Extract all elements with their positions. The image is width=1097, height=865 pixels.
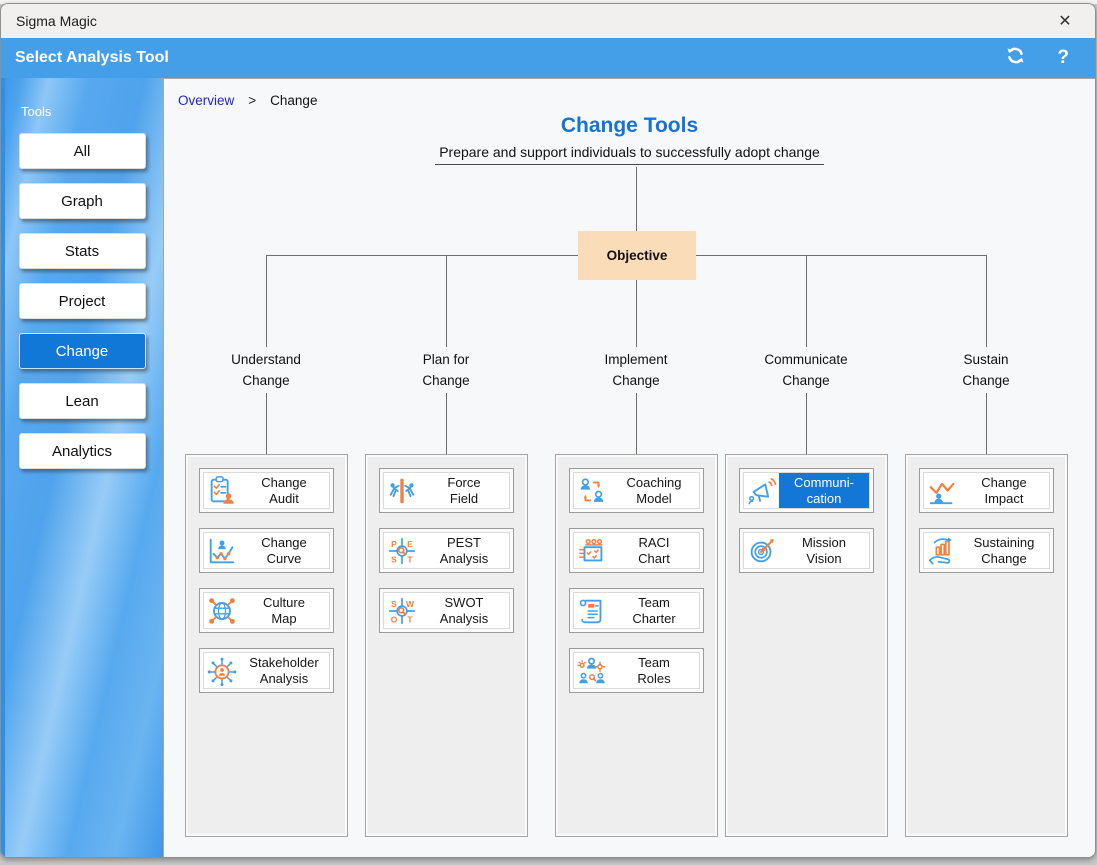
communication-icon bbox=[745, 474, 779, 508]
svg-text:E: E bbox=[407, 539, 413, 549]
window-title: Sigma Magic bbox=[16, 13, 97, 29]
refresh-icon[interactable] bbox=[1004, 44, 1027, 72]
svg-text:O: O bbox=[391, 614, 398, 624]
change-impact-icon bbox=[925, 474, 959, 508]
page-title: Change Tools bbox=[560, 114, 699, 137]
svg-text:P: P bbox=[391, 539, 397, 549]
breadcrumb: Overview > Change bbox=[178, 93, 317, 108]
svg-text:S: S bbox=[391, 599, 397, 609]
swot-analysis-icon: S W O T bbox=[385, 594, 419, 628]
close-icon[interactable]: ✕ bbox=[1058, 13, 1072, 30]
breadcrumb-separator: > bbox=[248, 93, 257, 108]
sidebar-item-change[interactable]: Change bbox=[18, 333, 146, 369]
team-charter-icon bbox=[575, 594, 609, 628]
title-bar: Sigma Magic ✕ bbox=[1, 4, 1095, 38]
svg-text:S: S bbox=[391, 554, 397, 564]
main-panel: Overview > Change Change Tools Prepare and… bbox=[163, 78, 1095, 857]
help-icon[interactable]: ? bbox=[1057, 47, 1069, 68]
mission-vision-icon bbox=[745, 534, 779, 568]
sidebar-item-analytics[interactable]: Analytics bbox=[18, 433, 146, 469]
svg-text:T: T bbox=[407, 614, 413, 624]
sidebar-item-all[interactable]: All bbox=[18, 133, 146, 169]
sidebar-item-graph[interactable]: Graph bbox=[18, 183, 146, 219]
raci-chart-icon bbox=[575, 534, 609, 568]
change-audit-icon bbox=[205, 474, 239, 508]
sidebar-title: Tools bbox=[21, 104, 52, 119]
team-roles-icon bbox=[575, 654, 609, 688]
sidebar-item-lean[interactable]: Lean bbox=[18, 383, 146, 419]
tools-sidebar: Tools All Graph Stats Project Change Lea… bbox=[1, 78, 163, 857]
app-header: Select Analysis Tool ? bbox=[1, 38, 1095, 78]
coaching-model-icon bbox=[575, 474, 609, 508]
sustaining-change-icon bbox=[925, 534, 959, 568]
stakeholder-analysis-icon bbox=[205, 654, 239, 688]
change-curve-icon bbox=[205, 534, 239, 568]
culture-map-icon bbox=[205, 594, 239, 628]
app-window: Sigma Magic ✕ Select Analysis Tool ? Too… bbox=[0, 3, 1096, 858]
svg-text:W: W bbox=[406, 599, 414, 609]
sidebar-item-stats[interactable]: Stats bbox=[18, 233, 146, 269]
pest-analysis-icon: P E S T bbox=[385, 534, 419, 568]
desktop-background bbox=[0, 0, 1097, 4]
breadcrumb-current: Change bbox=[270, 93, 318, 108]
page-header-title: Select Analysis Tool bbox=[15, 49, 169, 66]
connector-line bbox=[636, 167, 637, 231]
svg-text:T: T bbox=[407, 554, 413, 564]
tool-communication[interactable]: Communi-cation bbox=[739, 468, 874, 513]
objective-node: Objective bbox=[578, 231, 696, 280]
page-subtitle: Prepare and support individuals to succe… bbox=[435, 144, 824, 165]
force-field-icon bbox=[385, 474, 419, 508]
breadcrumb-overview-link[interactable]: Overview bbox=[178, 93, 235, 108]
sidebar-item-project[interactable]: Project bbox=[18, 283, 146, 319]
tool-label-selected: Communi-cation bbox=[779, 473, 869, 508]
